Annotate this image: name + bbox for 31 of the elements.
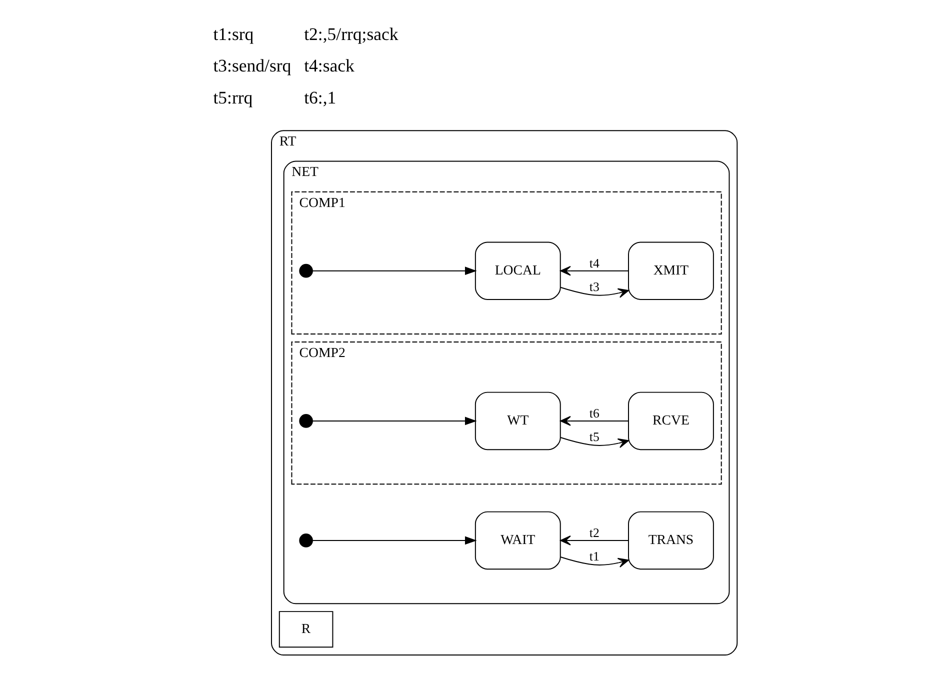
node-box: WAIT <box>474 511 560 570</box>
edge-label: t3 <box>588 280 599 294</box>
node-box: LOCAL <box>474 242 560 300</box>
label: t3:send/srq <box>212 56 291 76</box>
arrow <box>312 536 476 545</box>
arrow <box>312 266 476 275</box>
arrow <box>312 416 476 426</box>
edge-label: t4 <box>588 256 599 270</box>
node-circle <box>298 414 312 428</box>
label: t2:,5/rrq;sack <box>304 24 398 44</box>
edge-label: t1 <box>588 550 599 564</box>
arrow <box>560 286 628 298</box>
label: t5:rrq <box>212 87 252 108</box>
arrow <box>560 416 628 426</box>
arrow <box>560 536 628 546</box>
edge-label: t2 <box>588 526 599 540</box>
node-box: RCVE <box>628 392 714 450</box>
node-box: XMIT <box>628 242 714 300</box>
label: t6:,1 <box>304 87 336 108</box>
label: t1:srq <box>212 24 254 44</box>
node-box: WT <box>474 392 560 450</box>
arrow <box>560 437 628 448</box>
label: t4:sack <box>304 56 354 76</box>
node-circle <box>298 534 312 548</box>
node-circle <box>298 264 312 278</box>
arrow <box>560 266 628 276</box>
edge-label: t5 <box>588 430 599 444</box>
node-box: R <box>278 611 333 648</box>
arrow <box>560 556 628 568</box>
node-box: TRANS <box>628 511 714 570</box>
edge-label: t6 <box>588 406 599 420</box>
